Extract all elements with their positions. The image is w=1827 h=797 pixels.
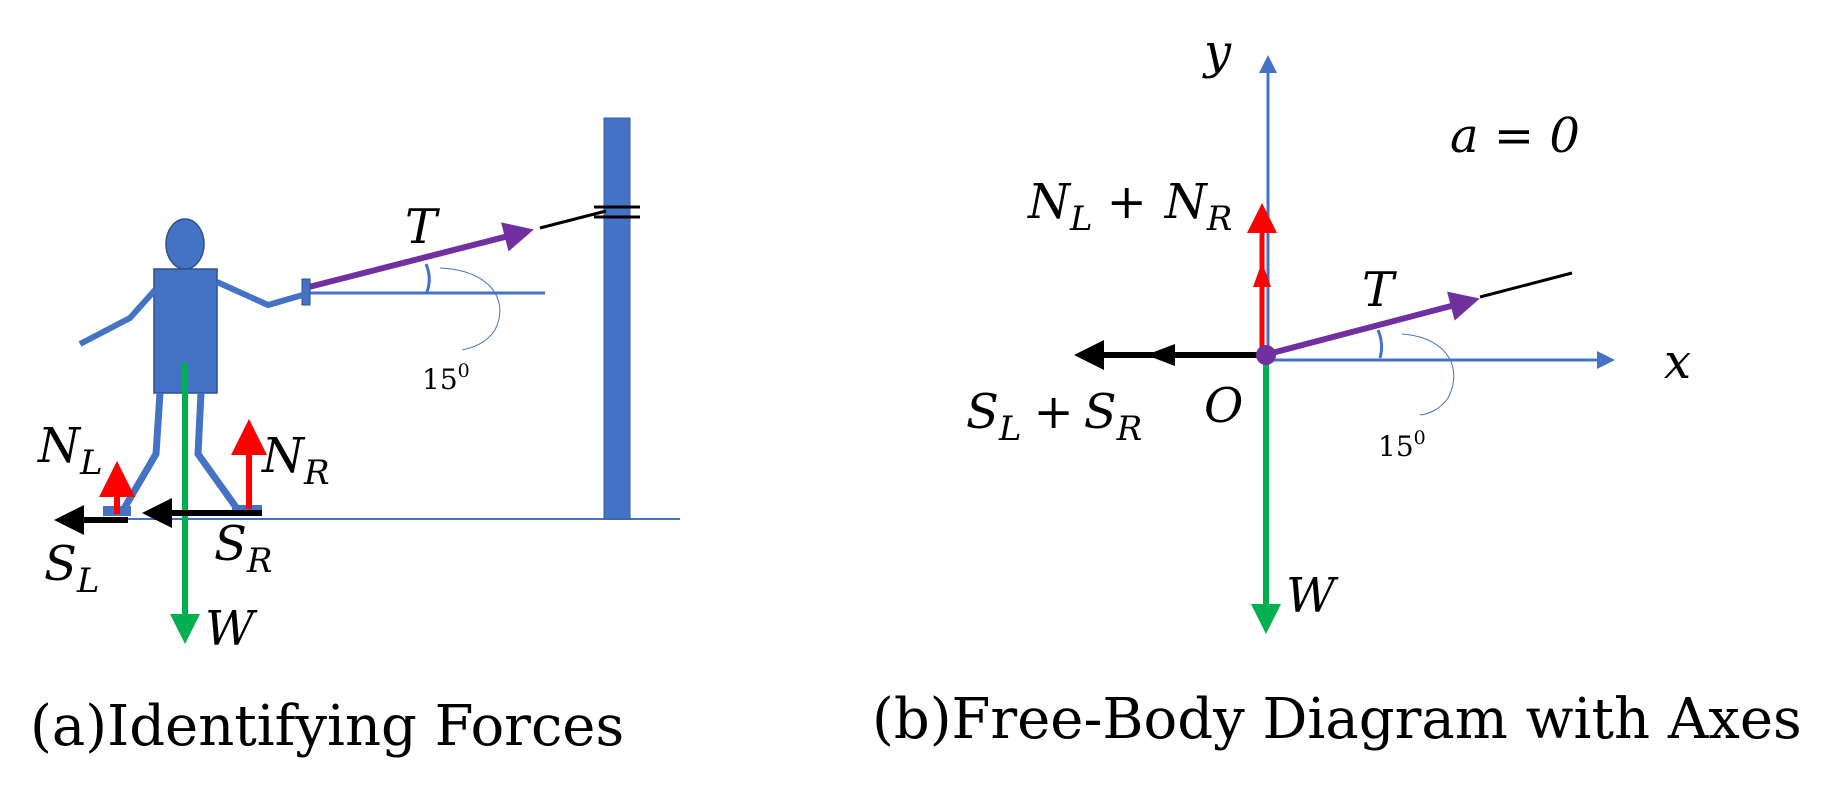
x-axis-label: x bbox=[1664, 334, 1691, 390]
post bbox=[603, 117, 631, 520]
rope bbox=[539, 209, 607, 230]
panel-a-caption: (a)Identifying Forces bbox=[30, 694, 624, 759]
friction-sum-label: SL+SR bbox=[966, 384, 1142, 449]
person-head bbox=[165, 218, 205, 270]
panel-a: T 150 NL NR SL SR W (a)Identifying Force… bbox=[30, 117, 680, 759]
person-right-arm bbox=[215, 279, 307, 309]
tension-arrow bbox=[304, 222, 534, 291]
angle-leader-b bbox=[1401, 333, 1455, 416]
angle-label: 150 bbox=[422, 360, 470, 396]
normal-sum-label: NL+NR bbox=[1027, 174, 1232, 239]
person-left-leg bbox=[118, 392, 164, 514]
rope-b bbox=[1479, 271, 1573, 299]
friction-left-label: SL bbox=[44, 536, 99, 601]
angle-arc-small bbox=[424, 263, 431, 293]
normal-right-label: NR bbox=[261, 428, 330, 493]
person-left-arm bbox=[78, 288, 158, 347]
tension-label-b: T bbox=[1362, 262, 1397, 318]
weight-label: W bbox=[205, 601, 258, 657]
person-right-leg bbox=[194, 392, 241, 513]
origin-label: O bbox=[1204, 378, 1243, 434]
friction-right-label: SR bbox=[214, 516, 273, 581]
weight-label-b: W bbox=[1286, 568, 1339, 624]
panel-b-caption: (b)Free-Body Diagram with Axes bbox=[872, 687, 1802, 752]
angle-label-b: 150 bbox=[1378, 427, 1426, 463]
origin-point bbox=[1256, 345, 1276, 365]
angle-arc-small-b bbox=[1376, 329, 1384, 359]
rope-grip bbox=[301, 278, 311, 306]
acceleration-label: a = 0 bbox=[1450, 108, 1580, 164]
y-axis-label: y bbox=[1202, 24, 1232, 80]
angle-leader bbox=[439, 267, 501, 351]
normal-sum-arrow-head-2 bbox=[1253, 262, 1271, 287]
tension-label: T bbox=[405, 199, 440, 255]
friction-sum-arrow-head-2 bbox=[1146, 344, 1175, 366]
normal-left-label: NL bbox=[37, 418, 103, 483]
panel-b: y x O a = 0 NL+NR SL+SR T 150 W (b)Free-… bbox=[872, 24, 1802, 752]
tension-arrow-b bbox=[1267, 291, 1480, 357]
